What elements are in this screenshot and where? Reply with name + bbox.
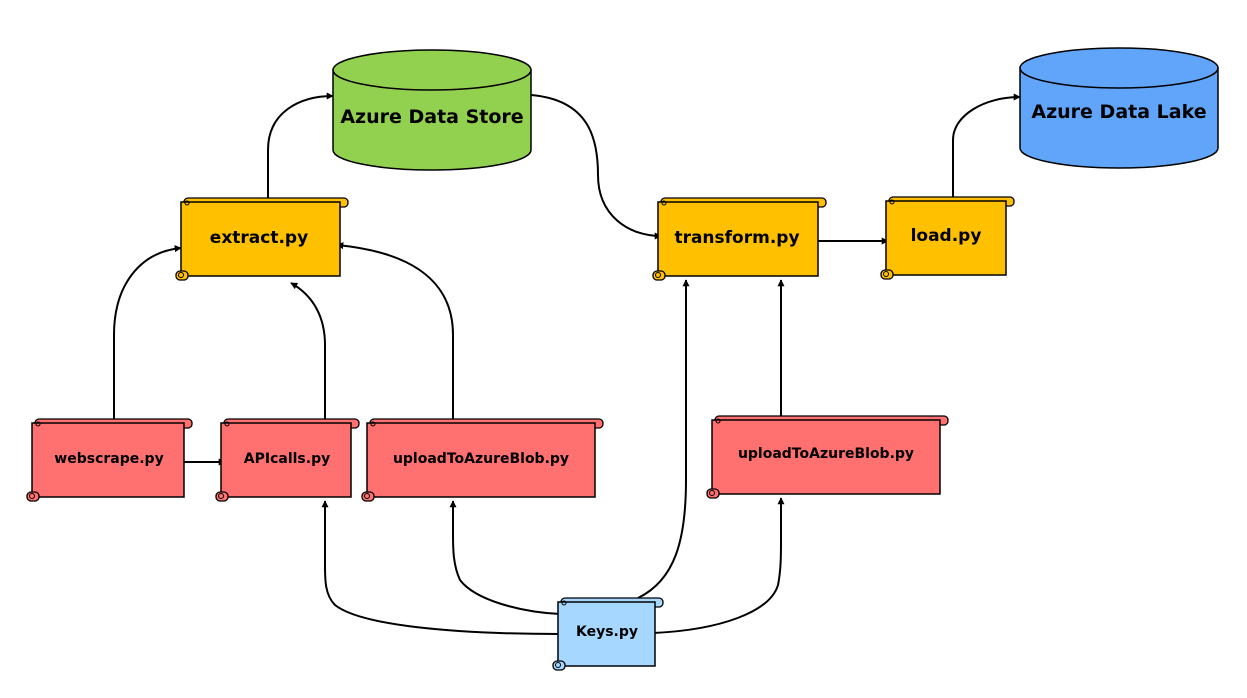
- node-apicalls: APIcalls.py: [215, 418, 360, 502]
- webscrape-label: webscrape.py: [54, 451, 163, 467]
- scroll-body: [366, 422, 596, 498]
- node-load: load.py: [880, 196, 1015, 280]
- scroll-curl: [555, 662, 561, 668]
- scroll-body: [220, 422, 352, 498]
- edge-keys-to-apicalls: [321, 500, 561, 635]
- scroll-curl: [889, 199, 895, 205]
- edge-keys-to-upload2: [652, 497, 785, 634]
- scroll-body: [711, 419, 941, 495]
- scroll-curl: [883, 271, 889, 277]
- edge-extract-to-datastore: [267, 92, 334, 198]
- scroll-body: [31, 422, 185, 498]
- keys-label: Keys.py: [576, 624, 638, 640]
- scroll-curl: [661, 200, 667, 206]
- edge-keys-to-transform: [637, 279, 690, 599]
- scroll-curl: [178, 272, 184, 278]
- upload-extract-label: uploadToAzureBlob.py: [393, 451, 569, 467]
- azure-data-lake-label: Azure Data Lake: [1031, 101, 1206, 123]
- scroll-curl: [709, 490, 715, 496]
- node-keys: Keys.py: [552, 597, 664, 671]
- scroll-body: [885, 200, 1007, 276]
- scroll-body: [557, 601, 656, 667]
- load-label: load.py: [911, 226, 982, 246]
- scroll-body: [657, 201, 819, 277]
- node-extract: extract.py: [175, 197, 349, 281]
- scroll-curl: [561, 600, 567, 606]
- scroll-curl: [29, 493, 35, 499]
- scroll-curl: [715, 418, 721, 424]
- azure-data-store-label: Azure Data Store: [340, 106, 523, 128]
- scroll-curl: [655, 272, 661, 278]
- edge-keys-to-upload: [449, 500, 561, 615]
- edge-load-to-datalake: [952, 93, 1021, 197]
- edge-datastore-to-transform: [530, 94, 662, 240]
- cylinder-body: [332, 69, 532, 171]
- scroll-curl: [370, 421, 376, 427]
- apicalls-label: APIcalls.py: [244, 451, 330, 467]
- scroll-curl: [224, 421, 230, 427]
- scroll-curl: [218, 493, 224, 499]
- azure-data-lake-cylinder: Azure Data Lake: [1019, 47, 1219, 169]
- edge-webscrape-to-extract: [113, 245, 182, 419]
- connectors: [113, 92, 1021, 635]
- node-upload-transform: uploadToAzureBlob.py: [706, 415, 949, 499]
- transform-label: transform.py: [674, 228, 799, 248]
- azure-data-store-cylinder: Azure Data Store: [332, 49, 532, 171]
- edge-apicalls-to-extract: [290, 282, 326, 419]
- scroll-curl: [184, 200, 190, 206]
- edge-upload-to-extract: [336, 242, 454, 419]
- extract-label: extract.py: [210, 228, 308, 248]
- scroll-curl: [35, 421, 41, 427]
- cylinder-top: [332, 49, 532, 91]
- node-upload-extract: uploadToAzureBlob.py: [361, 418, 604, 502]
- cylinder-body: [1019, 67, 1219, 169]
- upload-transform-label: uploadToAzureBlob.py: [738, 446, 914, 462]
- cylinder-top: [1019, 47, 1219, 89]
- node-webscrape: webscrape.py: [26, 418, 193, 502]
- scroll-curl: [364, 493, 370, 499]
- node-transform: transform.py: [652, 197, 827, 281]
- scroll-body: [180, 201, 341, 277]
